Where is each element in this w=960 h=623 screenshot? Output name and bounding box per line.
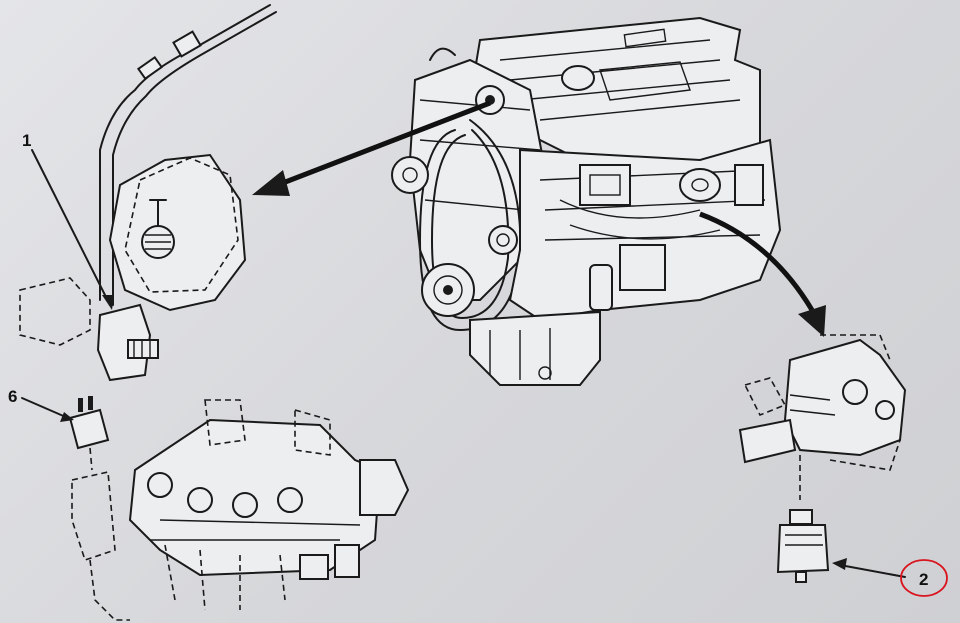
callout-label-1: 1	[22, 131, 31, 150]
pointer-arrow-right	[699, 211, 826, 337]
callout-6: 6	[8, 387, 74, 422]
engine-assembly	[391, 16, 782, 386]
pointer-arrow-left	[252, 100, 491, 196]
sensor-cover-assembly	[19, 4, 277, 382]
callout-1: 1	[22, 131, 114, 310]
highlight-circle	[900, 559, 948, 597]
callout-2: 2	[832, 558, 948, 597]
switch-and-manifold	[68, 396, 410, 621]
filter-head-assembly	[738, 334, 907, 583]
callout-label-6: 6	[8, 387, 17, 406]
callout-label-2: 2	[919, 570, 928, 589]
